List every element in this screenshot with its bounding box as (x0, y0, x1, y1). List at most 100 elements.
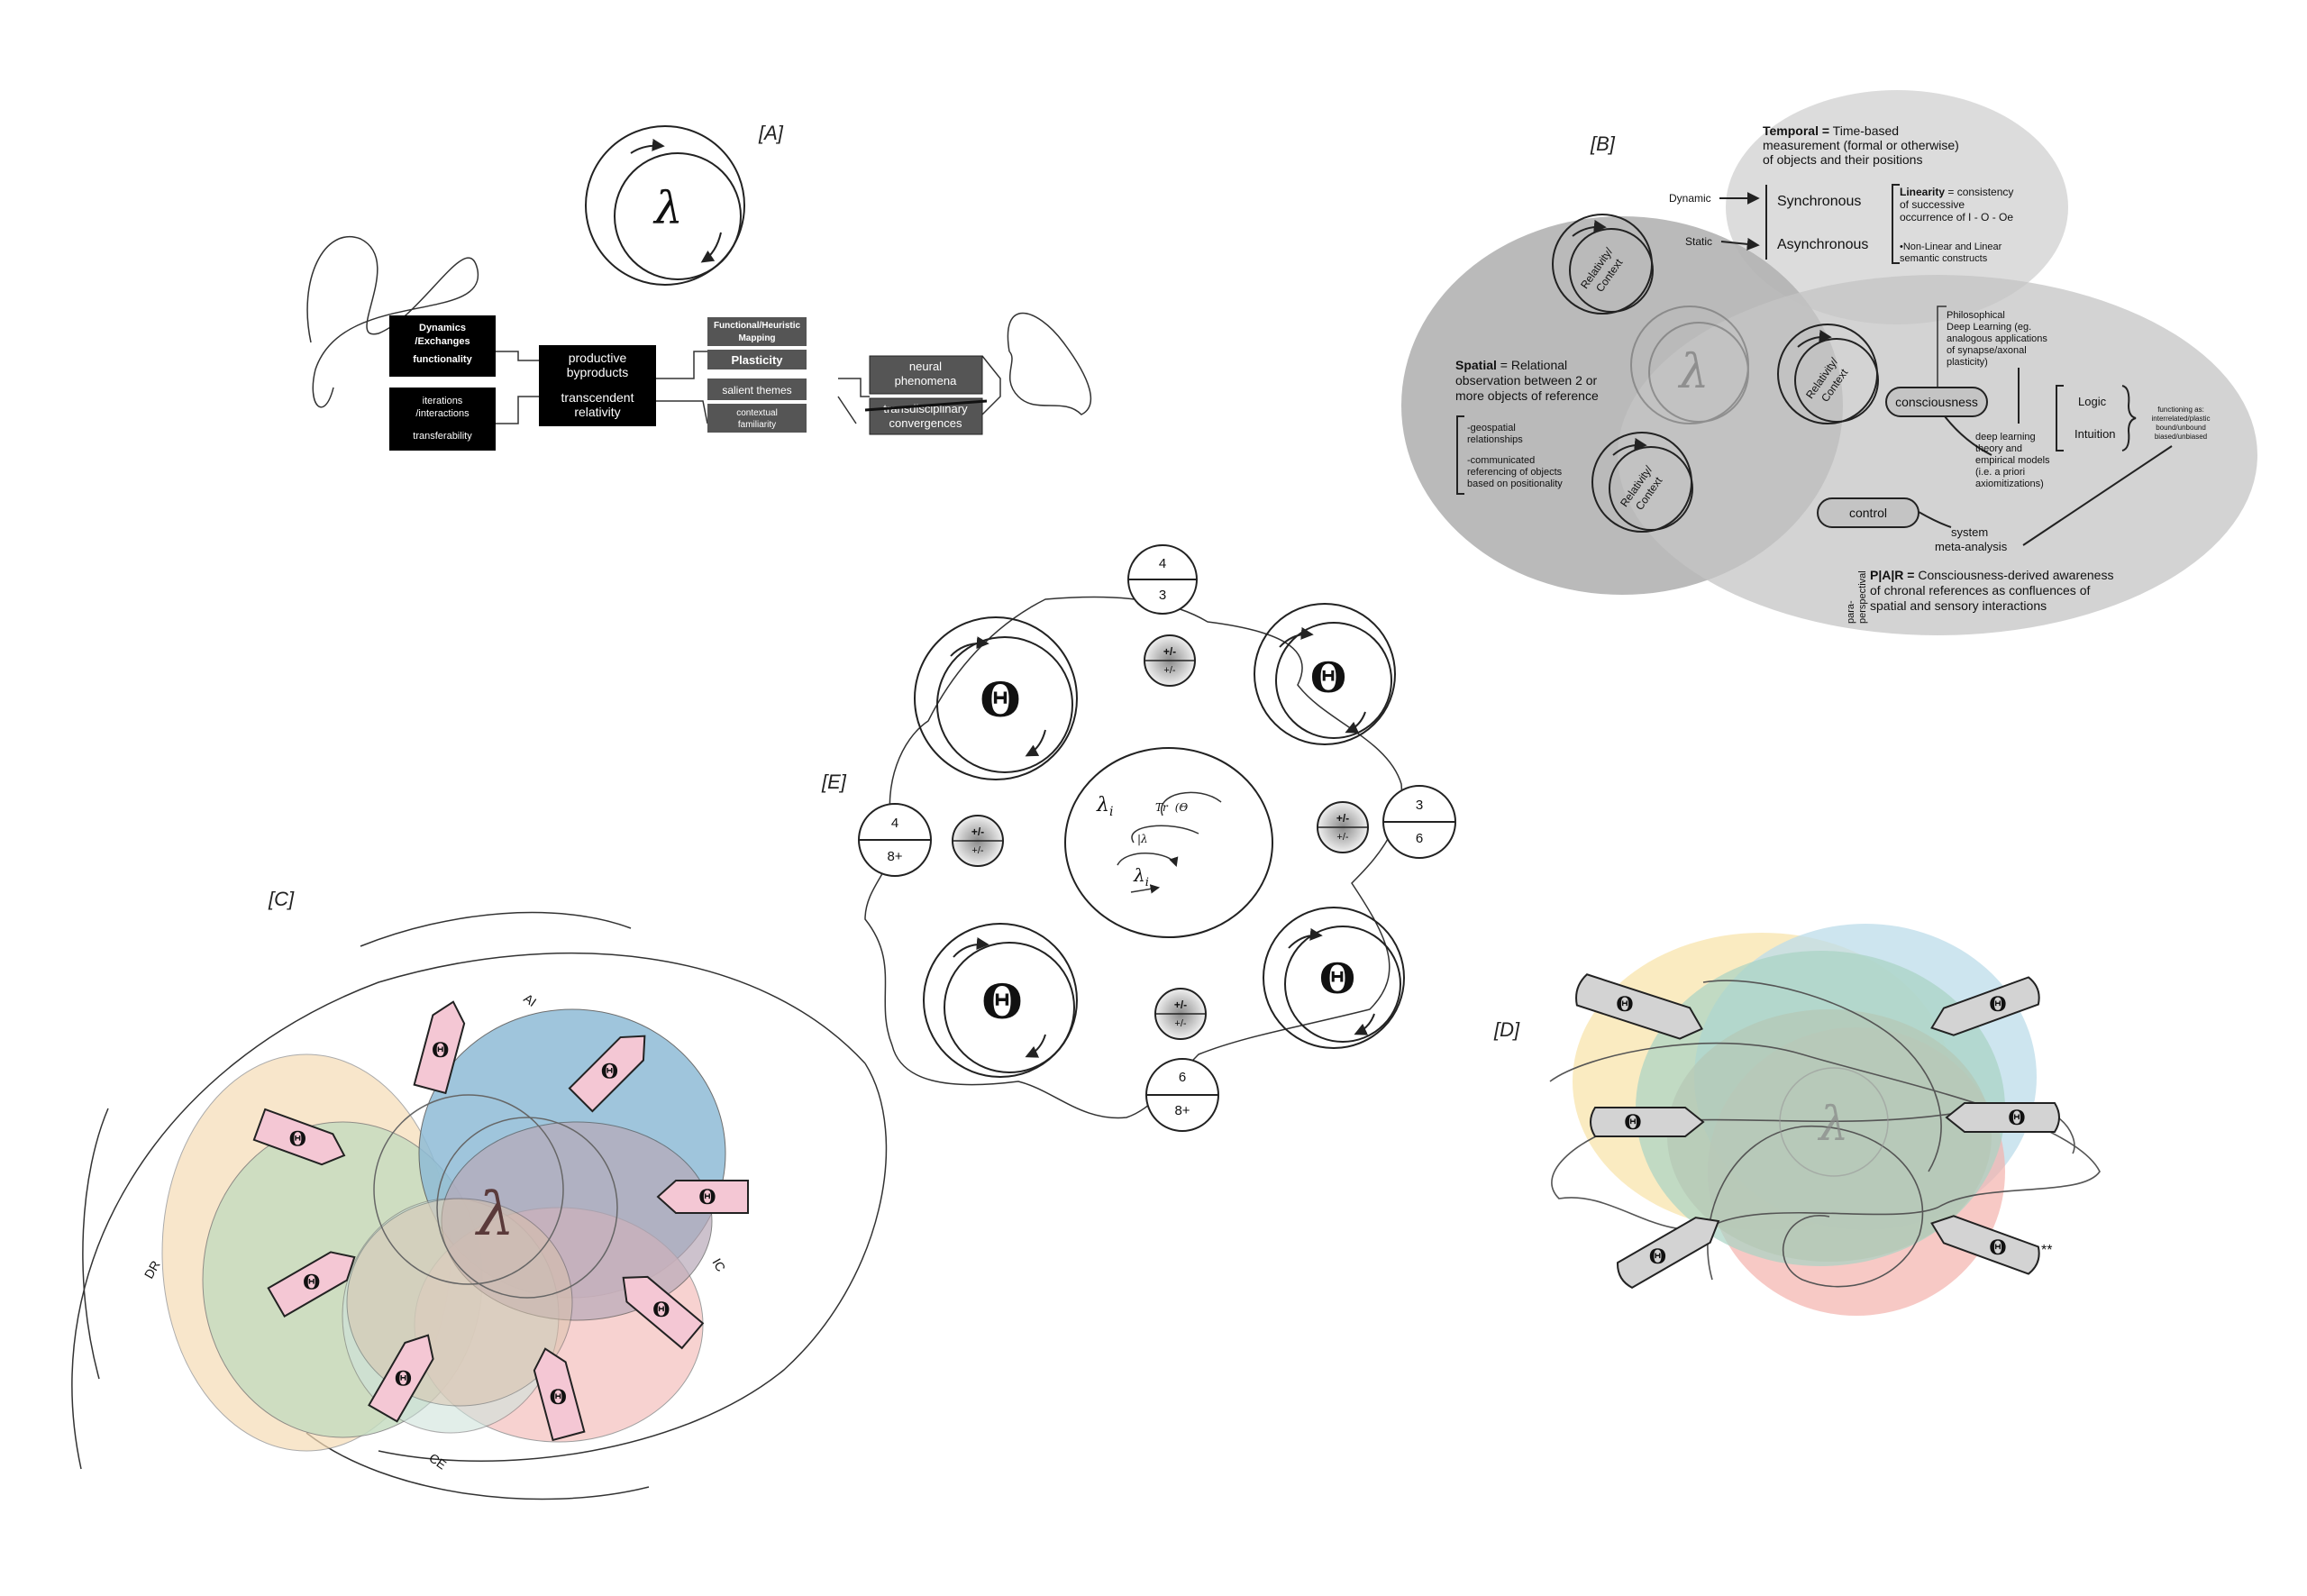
lambda-faded-icon: λ (1630, 306, 1749, 424)
theta-symbol-tl: Θ (980, 673, 1020, 728)
theta-d-4: Θ (1989, 993, 2006, 1017)
theta-tag-c-7: Θ (368, 1334, 434, 1423)
num-right-a: 3 (1416, 798, 1423, 813)
func-text-2: interrelated/plastic (2152, 415, 2211, 423)
phil-text-3: analogous applications (1947, 333, 2047, 344)
d-stars: ** (2041, 1243, 2052, 1258)
num-right-b: 6 (1416, 831, 1423, 846)
asynchronous-text: Asynchronous (1777, 237, 1868, 252)
theta-tag-d-5: Θ (1945, 1102, 2060, 1133)
spatial-text-1: Spatial = Relational (1455, 358, 1567, 372)
phil-line-2 (1937, 306, 1947, 388)
swirl-circle-1 (373, 1094, 564, 1285)
core-lambda-2-sub: i (1145, 876, 1149, 889)
synchronous-text: Synchronous (1777, 194, 1861, 209)
theta-c-4: Θ (698, 1186, 716, 1209)
system-text-2: meta-analysis (1935, 540, 2008, 553)
par-text-2: of chronal references as confluences of (1870, 583, 2090, 597)
linearity-text-1: Linearity = consistency (1900, 186, 2013, 198)
box-byproducts-text-1: productive (569, 351, 627, 365)
par-rest: Consciousness-derived awareness (1914, 568, 2113, 582)
pm-top-b: +/- (1163, 665, 1175, 676)
box-plasticity: Plasticity (707, 350, 807, 369)
pm-left-b: +/- (971, 845, 983, 856)
lambda-symbol-c: λ (474, 1180, 515, 1249)
d-swirl-3 (1702, 980, 1942, 1172)
panel-e: [E] Θ Θ Θ Θ (821, 544, 1456, 1132)
outer-arc-2 (378, 1062, 888, 1462)
func-text-3: bound/unbound (2156, 424, 2206, 432)
connector-lines-a2 (837, 355, 1001, 424)
theta-tag-c-4: Θ (656, 1180, 749, 1214)
box-iterations-text-2: /interactions (415, 408, 470, 419)
ce-label: CE (426, 1450, 449, 1472)
num-left-a: 4 (891, 816, 898, 831)
deep-text-2: theory and (1975, 443, 2022, 454)
linearity-text-2: of successive (1900, 198, 1965, 211)
pm-node-top: +/- +/- (1144, 634, 1196, 687)
theta-symbol-br: Θ (1319, 954, 1355, 1003)
control-text: control (1849, 506, 1887, 520)
theta-tag-c-5: Θ (267, 1251, 356, 1318)
num-bottom-a: 6 (1179, 1070, 1186, 1085)
deep-text-1: deep learning (1975, 432, 2036, 442)
meta-analysis-line (2022, 445, 2173, 546)
core-lambda: λ (1096, 794, 1109, 816)
theta-d-3: Θ (1649, 1245, 1666, 1269)
par-ellipse (1618, 275, 2257, 635)
theta-tag-d-3: Θ (1617, 1217, 1720, 1289)
ai-label: AI (521, 990, 539, 1009)
scribble-left (306, 236, 479, 408)
spatial-bracket (1456, 415, 1464, 495)
core-lambda-sub: i (1109, 805, 1113, 819)
system-text-1: system (1951, 525, 1988, 539)
theta-symbol-tr: Θ (1310, 653, 1346, 702)
box-relativity-text-2: relativity (574, 405, 620, 419)
logic-text: Logic (2078, 395, 2107, 408)
intuition-text: Intuition (2074, 427, 2116, 441)
theta-tag-d-1: Θ (1575, 973, 1703, 1040)
theta-c-5: Θ (303, 1272, 320, 1295)
lambda-faded-symbol: λ (1678, 345, 1710, 399)
pm-node-bottom: +/- +/- (1154, 988, 1207, 1040)
panel-a-label: [A] (758, 122, 784, 144)
theta-c-7: Θ (395, 1367, 412, 1391)
deep-text-4: (i.e. a priori (1975, 467, 2025, 478)
static-text: Static (1685, 235, 1712, 248)
dr-label: DR (141, 1258, 163, 1281)
theta-d-1: Θ (1616, 993, 1633, 1017)
pm-right-a: +/- (1336, 812, 1349, 825)
number-node-bottom: 6 8+ (1145, 1058, 1219, 1132)
box-byproducts-text-2: byproducts (567, 365, 628, 379)
nonlinear-text-2: semantic constructs (1900, 253, 1988, 264)
number-node-top: 4 3 (1127, 544, 1198, 615)
lambda-symbol: λ (652, 182, 683, 234)
panel-a: [A] λ Dynamics /Exchanges functionality … (306, 122, 1092, 451)
static-arrow (1720, 237, 1760, 251)
ic-label: IC (709, 1256, 728, 1274)
phil-text-4: of synapse/axonal (1947, 345, 2027, 356)
consciousness-branch (1944, 415, 1992, 456)
theta-c-6: Θ (652, 1299, 670, 1322)
box-plasticity-text: Plasticity (731, 353, 783, 367)
num-top-b: 3 (1159, 588, 1166, 603)
pm-node-left: +/- +/- (952, 815, 1004, 867)
temporal-text-1: Temporal = Time-based (1763, 123, 1899, 138)
control-line (1918, 511, 1952, 528)
num-top-a: 4 (1159, 556, 1166, 571)
number-node-right: 3 6 (1382, 785, 1456, 859)
theta-sphere-top-left: Θ (914, 616, 1078, 780)
pm-right-b: +/- (1336, 832, 1348, 843)
temporal-text-2: measurement (formal or otherwise) (1763, 138, 1959, 152)
panel-c: [C] λ AI DR IC CE Θ Θ Θ (71, 888, 888, 1500)
box-dynamics-text-1: Dynamics (419, 323, 466, 333)
box-trans-text-2: convergences (889, 416, 962, 430)
linearity-text-3: occurrence of I - O - Oe (1900, 211, 2013, 223)
core-lambda-2-text: λi (1133, 864, 1149, 889)
geo-text-2: relationships (1467, 434, 1523, 445)
panel-c-label: [C] (268, 888, 295, 910)
box-neural-text-2: phenomena (895, 374, 957, 388)
comm-text-3: based on positionality (1467, 479, 1563, 489)
deep-text-5: axiomitizations) (1975, 479, 2044, 489)
